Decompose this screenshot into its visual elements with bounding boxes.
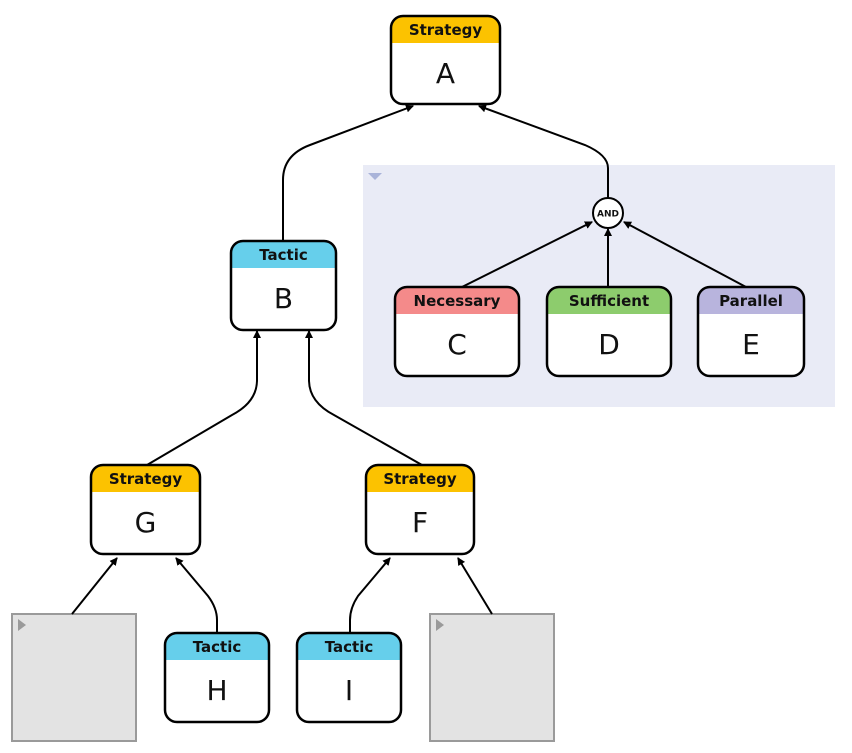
node-header-band — [366, 465, 474, 492]
node-border — [163, 631, 271, 724]
node-border — [696, 285, 806, 378]
node-header-band — [297, 633, 401, 660]
triangle-down-icon[interactable] — [368, 173, 382, 180]
edge-b-to-a — [282, 104, 414, 241]
node-header-band — [91, 465, 200, 492]
collapsed-node-left[interactable] — [11, 613, 137, 742]
node-header-label: Strategy — [409, 21, 483, 39]
collapsed-node-right[interactable] — [429, 613, 555, 742]
and-gate[interactable]: AND — [592, 197, 624, 229]
node-header-label: Tactic — [193, 638, 242, 656]
edge-and-to-a — [478, 104, 609, 198]
node-header-band — [395, 287, 519, 314]
node-border — [389, 14, 502, 106]
node-header-label: Strategy — [109, 470, 183, 488]
edge-c-to-and — [461, 221, 593, 288]
edge-collapsed-right-to-f — [457, 557, 493, 615]
edges — [71, 104, 747, 633]
triangle-right-icon[interactable] — [436, 619, 444, 631]
node-letter-label: I — [345, 674, 353, 707]
node-border — [393, 285, 521, 378]
node-letter-label: G — [135, 506, 157, 539]
node-header-label: Necessary — [414, 292, 501, 310]
node-header-band — [391, 16, 500, 43]
and-gate-label: AND — [597, 210, 619, 220]
edge-f-to-b — [305, 330, 423, 466]
node-header-label: Tactic — [325, 638, 374, 656]
node-border — [545, 285, 673, 378]
edge-collapsed-left-to-g — [71, 557, 118, 615]
node-header-label: Parallel — [719, 292, 783, 310]
node-border — [364, 463, 476, 556]
node-header-label: Strategy — [383, 470, 457, 488]
node-border — [229, 239, 338, 332]
node-header-band — [547, 287, 671, 314]
node-border — [295, 631, 403, 724]
edge-h-to-g — [175, 557, 218, 633]
node-letter-label: H — [206, 674, 227, 707]
node-header-band — [698, 287, 804, 314]
node-letter-label: B — [274, 282, 293, 315]
node-header-band — [165, 633, 269, 660]
node-header-label: Tactic — [259, 246, 308, 264]
node-header-label: Sufficient — [569, 292, 649, 310]
edge-i-to-f — [349, 557, 391, 633]
edge-e-to-and — [623, 221, 747, 288]
node-letter-label: C — [447, 328, 467, 361]
node-letter-label: D — [598, 328, 620, 361]
node-letter-label: A — [436, 57, 455, 90]
node-border — [89, 463, 202, 556]
node-header-band — [231, 241, 336, 268]
triangle-right-icon[interactable] — [18, 619, 26, 631]
node-letter-label: E — [742, 328, 760, 361]
node-letter-label: F — [412, 506, 428, 539]
edge-g-to-b — [146, 330, 261, 466]
